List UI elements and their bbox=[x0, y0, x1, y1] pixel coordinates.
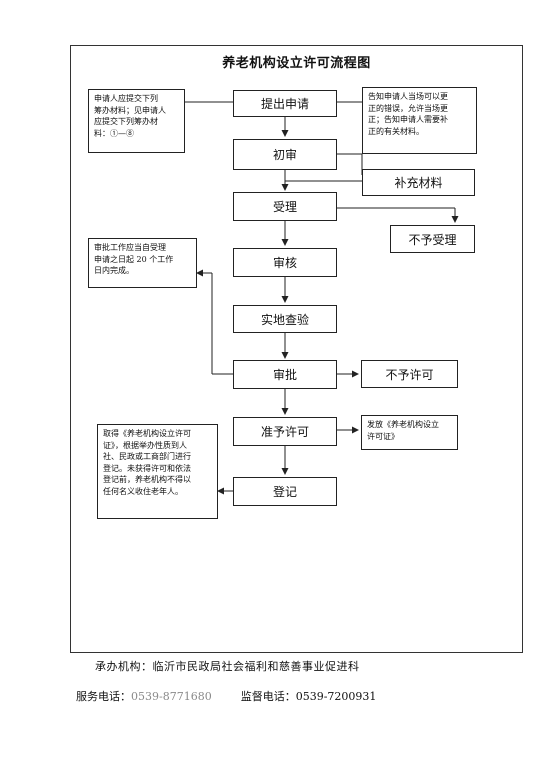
step-site-inspection: 实地查验 bbox=[233, 305, 337, 333]
step-grant: 准予许可 bbox=[233, 417, 337, 446]
step-register: 登记 bbox=[233, 477, 337, 506]
footer-agency: 承办机构：临沂市民政局社会福利和慈善事业促进科 bbox=[95, 660, 360, 673]
document-frame bbox=[70, 45, 523, 653]
note-inform-applicant: 告知申请人当场可以更 正的错误，允许当场更 正；告知申请人需要补 正的有关材料。 bbox=[362, 87, 477, 154]
step-apply: 提出申请 bbox=[233, 90, 337, 117]
step-deny: 不予许可 bbox=[361, 360, 458, 388]
note-review-deadline: 审批工作应当自受理 申请之日起 20 个工作 日内完成。 bbox=[88, 238, 197, 288]
note-applicant-materials: 申请人应提交下列 筹办材料；见申请人 应提交下列筹办材 料：①—⑧ bbox=[88, 89, 185, 153]
step-review: 审核 bbox=[233, 248, 337, 277]
step-approval: 审批 bbox=[233, 360, 337, 389]
step-not-accept: 不予受理 bbox=[390, 225, 475, 253]
service-phone: 0539-8771680 bbox=[131, 690, 212, 703]
footer-phones: 服务电话：0539-8771680 监督电话：0539-7200931 bbox=[76, 688, 376, 704]
step-supplement: 补充材料 bbox=[362, 169, 475, 196]
step-accept: 受理 bbox=[233, 192, 337, 221]
supervision-phone-label: 监督电话： bbox=[240, 690, 296, 703]
service-phone-label: 服务电话： bbox=[76, 690, 131, 703]
supervision-phone: 0539-7200931 bbox=[295, 690, 377, 703]
step-initial-review: 初审 bbox=[233, 139, 337, 170]
page-title: 养老机构设立许可流程图 bbox=[222, 56, 371, 71]
note-registration: 取得《养老机构设立许可 证》，根据举办性质到人 社、民政或工商部门进行 登记。未… bbox=[97, 424, 218, 519]
note-issue-certificate: 发放《养老机构设立 许可证》 bbox=[361, 415, 458, 450]
